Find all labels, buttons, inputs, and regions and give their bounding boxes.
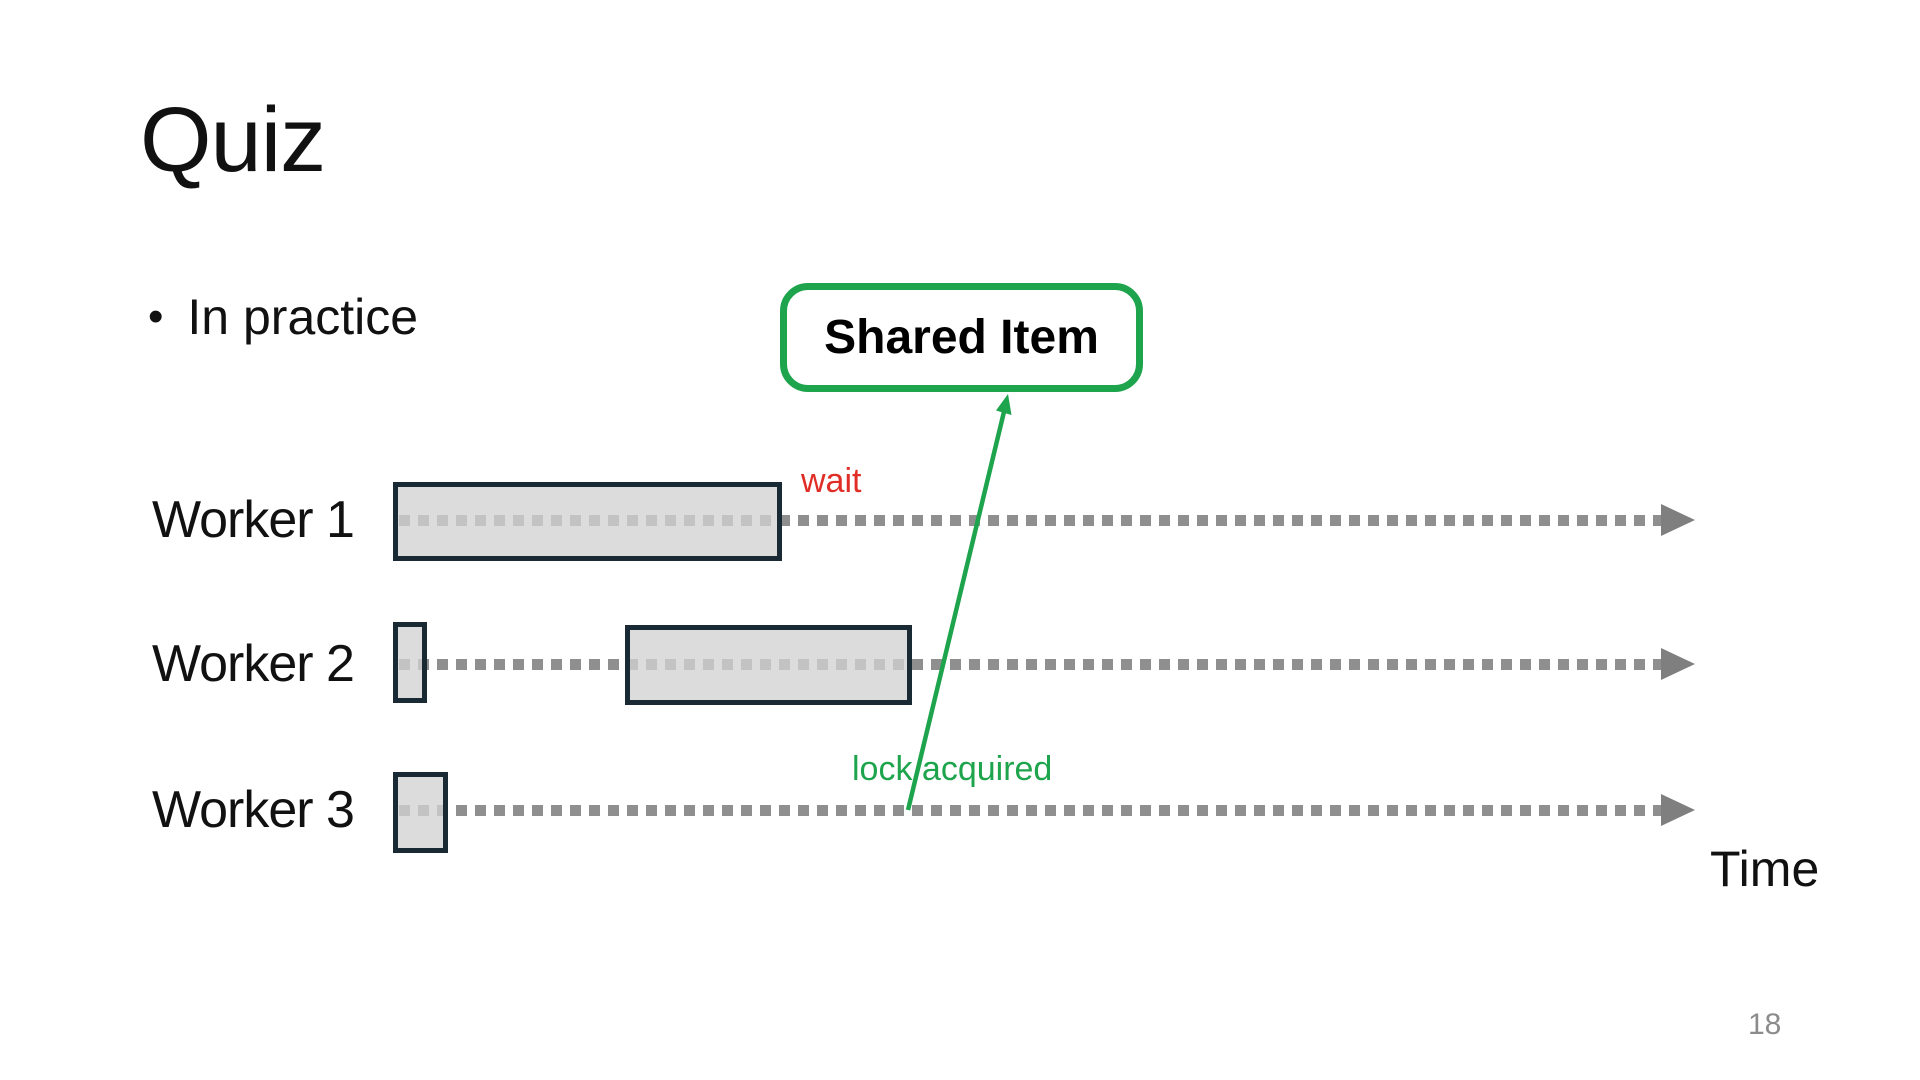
worker-3-timeline-arrowhead-icon	[1661, 794, 1695, 826]
worker-2-timeline-arrowhead-icon	[1661, 648, 1695, 680]
worker-3-label: Worker 3	[152, 781, 355, 839]
shared-item-label: Shared Item	[824, 311, 1099, 364]
worker-2-timeline	[399, 659, 1661, 670]
worker-2-busy-bar-short	[393, 622, 427, 703]
worker-3-timeline	[399, 805, 1661, 816]
shared-item-box: Shared Item	[780, 283, 1143, 392]
worker-2-label: Worker 2	[152, 635, 355, 693]
bullet-icon: •	[148, 292, 164, 341]
worker-1-label: Worker 1	[152, 491, 355, 549]
bullet-item: • In practice	[148, 288, 418, 346]
worker-1-timeline	[399, 515, 1661, 526]
bullet-text: In practice	[187, 289, 419, 345]
wait-label: wait	[801, 462, 862, 500]
lock-acquired-label: lock acquired	[852, 750, 1053, 788]
worker-1-timeline-arrowhead-icon	[1661, 504, 1695, 536]
worker-1-busy-bar	[393, 482, 782, 561]
page-title: Quiz	[140, 89, 326, 191]
worker-2-busy-bar-long	[625, 625, 912, 705]
time-axis-label: Time	[1710, 841, 1820, 897]
worker-3-busy-bar	[393, 772, 448, 853]
page-number: 18	[1748, 1008, 1782, 1041]
